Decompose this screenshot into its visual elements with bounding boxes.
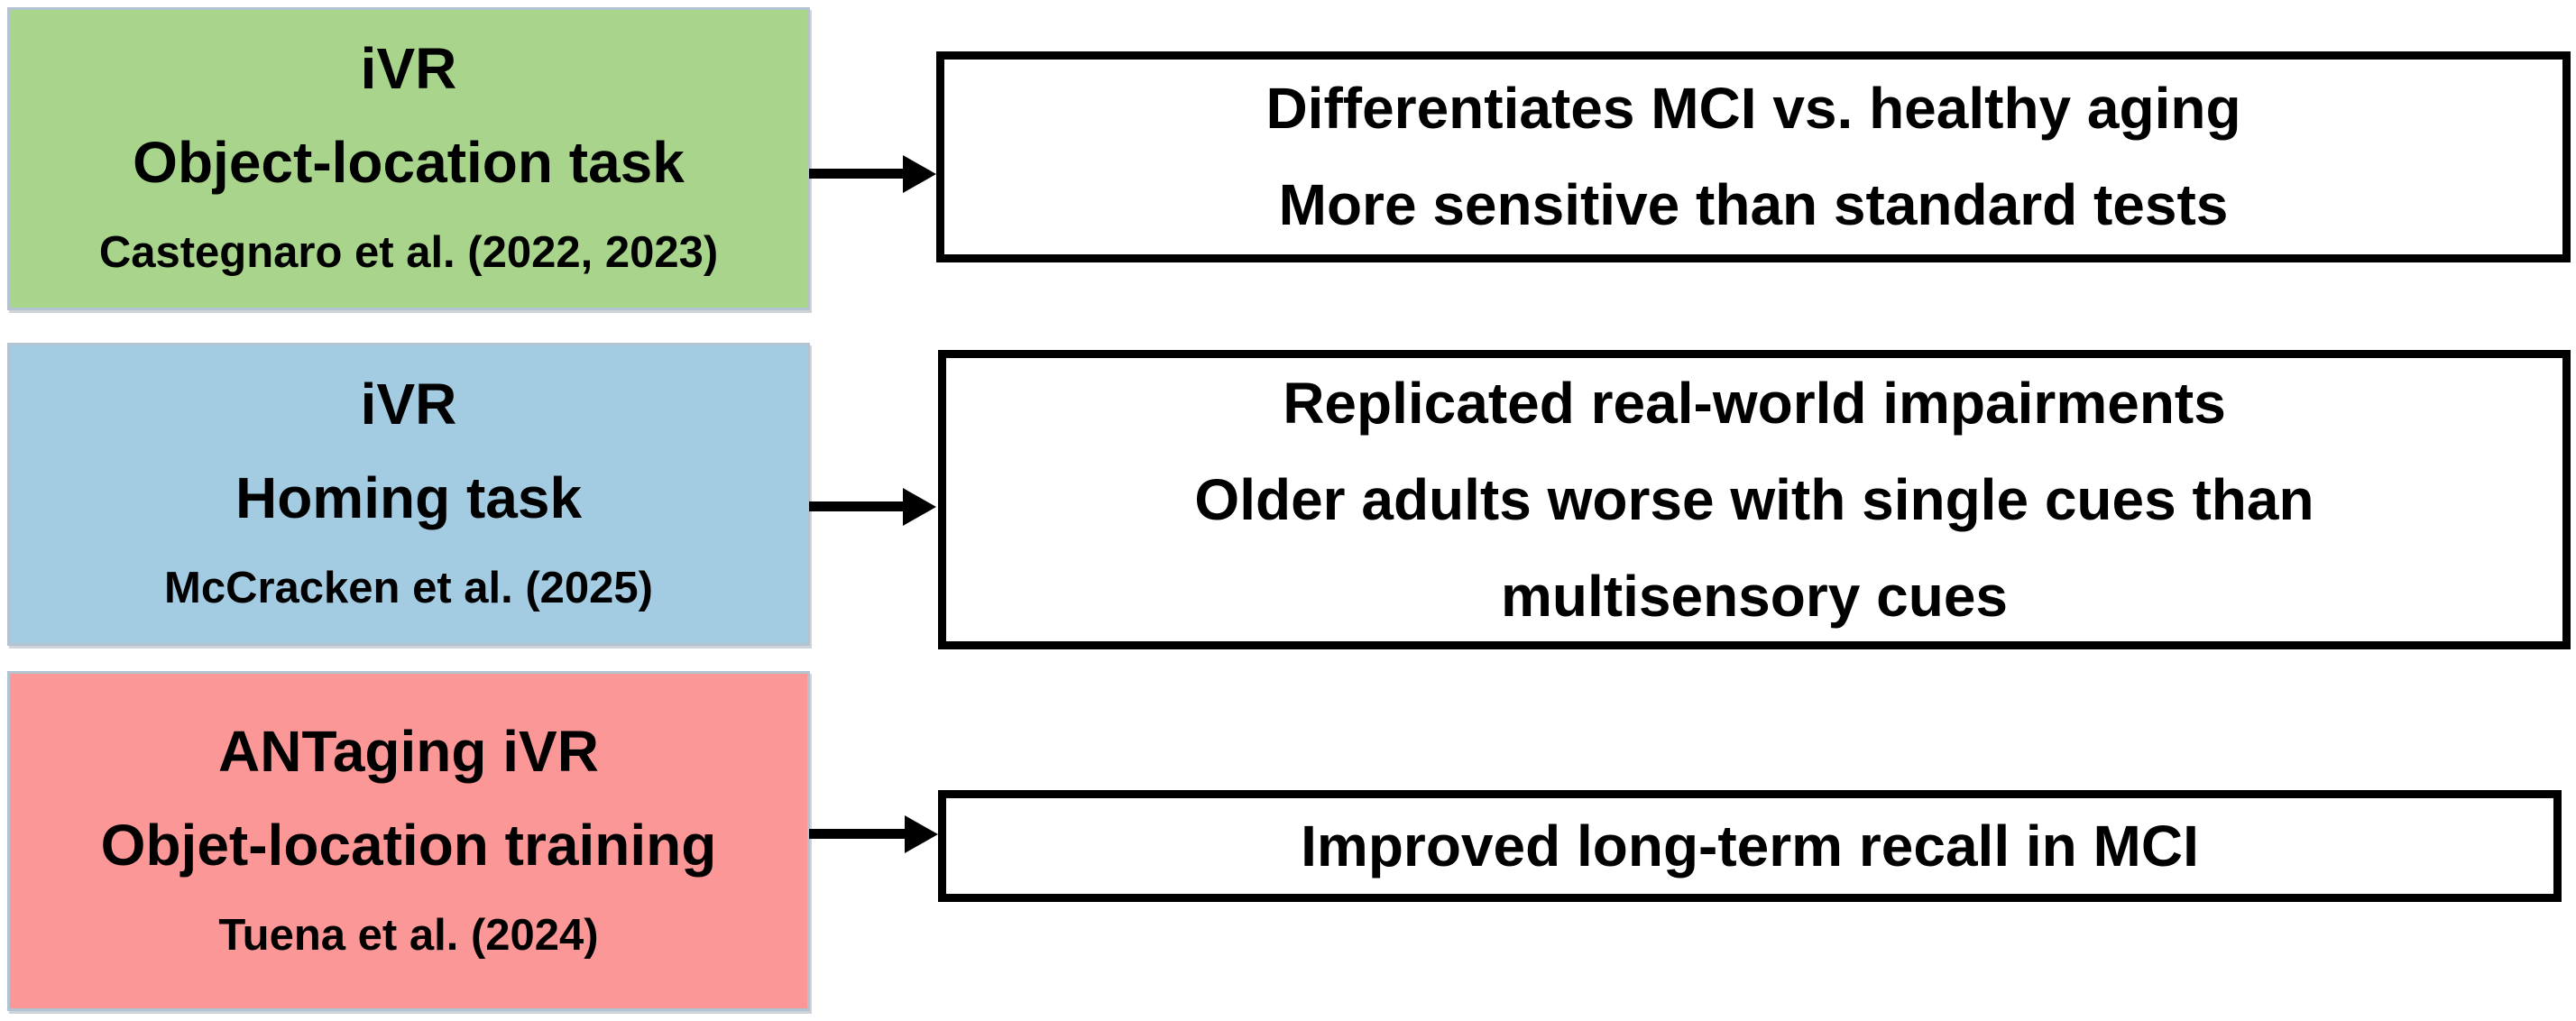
finding-box-mci-differentiation: Differentiates MCI vs. healthy aging Mor… — [936, 51, 2571, 262]
finding-box-recall-improvement: Improved long-term recall in MCI — [938, 790, 2562, 902]
source-title-line: iVR — [360, 36, 457, 101]
arrow-line — [809, 169, 906, 179]
arrow-right-icon — [905, 815, 938, 853]
finding-line: Differentiates MCI vs. healthy aging — [1265, 76, 2241, 141]
arrow-right-icon — [903, 155, 936, 193]
source-citation: McCracken et al. (2025) — [164, 564, 653, 612]
source-box-antaging-training: ANTaging iVR Objet-location training Tue… — [7, 671, 810, 1011]
source-title-line: Object-location task — [133, 130, 685, 195]
source-box-object-location-task: iVR Object-location task Castegnaro et a… — [7, 7, 810, 310]
finding-box-homing-results: Replicated real-world impairments Older … — [938, 350, 2571, 649]
source-citation: Tuena et al. (2024) — [218, 910, 599, 960]
finding-line: Older adults worse with single cues than — [1194, 466, 2314, 532]
finding-line: Improved long-term recall in MCI — [1301, 813, 2199, 878]
source-title-line: Homing task — [235, 465, 583, 530]
source-title-line: Objet-location training — [100, 812, 717, 878]
arrow-right-icon — [903, 488, 936, 526]
source-title-line: iVR — [360, 372, 457, 437]
source-title-line: ANTaging iVR — [218, 718, 599, 784]
finding-line: multisensory cues — [1501, 563, 2008, 629]
arrow-line — [809, 829, 908, 839]
arrow-line — [809, 501, 906, 511]
source-box-homing-task: iVR Homing task McCracken et al. (2025) — [7, 343, 810, 646]
finding-line: Replicated real-world impairments — [1283, 370, 2226, 436]
finding-line: More sensitive than standard tests — [1278, 172, 2229, 237]
source-citation: Castegnaro et al. (2022, 2023) — [98, 228, 719, 277]
